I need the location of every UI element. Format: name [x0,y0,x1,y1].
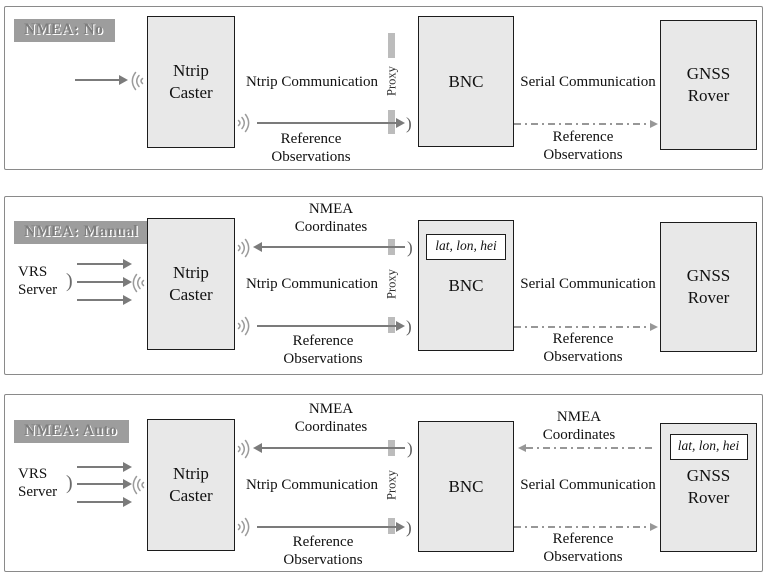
serial-communication-label: Serial Communication [520,276,656,292]
badge-nmea-no: NMEA: No [14,19,116,42]
radio-waves-icon [130,270,147,296]
vrs-server-label: VRS Server [18,466,58,500]
bnc-box: BNC [418,421,514,552]
bnc-box: lat, lon, hei BNC [418,220,514,351]
emit-arc-icon: ) [406,518,412,537]
ntrip-caster-box: Ntrip Caster [147,218,235,350]
arrow-caster-to-bnc [257,118,405,128]
radio-waves-icon [235,110,252,136]
reference-observations-right-label: Reference Observations [543,129,623,163]
emit-arc-icon: ) [407,439,413,458]
arrow-caster-to-bnc [257,321,405,331]
arrow-vrs-to-caster [77,462,132,472]
radio-waves-icon [235,313,252,339]
nmea-coordinates-left-label: NMEA Coordinates [294,401,368,435]
ntrip-caster-box: Ntrip Caster [147,419,235,551]
radio-waves-icon [235,436,252,462]
arrow-caster-to-bnc [257,522,405,532]
bnc-label: BNC [448,71,484,91]
arrow-bnc-to-caster [253,242,405,252]
bnc-coordinates-value: lat, lon, hei [426,234,506,260]
gnss-rover-box: GNSS Rover [660,222,757,352]
radio-waves-icon [235,514,252,540]
badge-nmea-manual: NMEA: Manual [14,221,151,244]
reference-observations-right-label: Reference Observations [543,531,623,565]
reference-observations-left-label: Reference Observations [271,131,351,165]
proxy-label: Proxy [384,470,399,500]
arrow-vrs-to-caster [77,295,132,305]
emit-arc-icon: ) [406,317,412,336]
nmea-coordinates-left-label: NMEA Coordinates [294,201,368,235]
proxy-bar-segment [388,33,395,58]
arrow-vrs-to-caster [77,497,132,507]
gnss-rover-label: GNSS Rover [686,266,731,307]
arrow-vrs-to-caster [77,259,132,269]
gnss-rover-box: lat, lon, hei GNSS Rover [660,423,757,552]
bnc-label: BNC [448,476,484,496]
gnss-rover-label: GNSS Rover [686,64,731,105]
ntrip-caster-label: Ntrip Caster [169,61,213,102]
panel-nmea-auto: NMEA: Auto VRS Server ) Ntrip Caster NME… [4,394,763,572]
badge-nmea-auto: NMEA: Auto [14,420,130,443]
arrow-bnc-to-caster [253,443,405,453]
rover-coordinates-value: lat, lon, hei [669,434,748,460]
ntrip-caster-label: Ntrip Caster [169,464,213,505]
panel-nmea-manual: NMEA: Manual VRS Server ) Ntrip Caster N… [4,196,763,375]
vrs-server-label: VRS Server [18,264,58,298]
serial-communication-label: Serial Communication [520,74,656,90]
ntrip-caster-box: Ntrip Caster [147,16,235,148]
ntrip-communication-label: Ntrip Communication [245,477,379,493]
serial-communication-label: Serial Communication [520,477,656,493]
gnss-rover-label: GNSS Rover [686,466,731,507]
ntrip-caster-label: Ntrip Caster [169,263,213,304]
emit-arc-icon: ) [407,238,413,257]
gnss-rover-box: GNSS Rover [660,20,757,150]
reference-observations-right-label: Reference Observations [543,331,623,365]
reference-observations-left-label: Reference Observations [283,534,363,568]
proxy-label: Proxy [384,66,399,96]
radio-waves-icon [129,68,146,94]
ntrip-communication-label: Ntrip Communication [245,276,379,292]
arrow-into-caster [75,75,128,85]
reference-observations-left-label: Reference Observations [283,333,363,367]
bnc-box: BNC [418,16,514,147]
emit-arc-icon: ) [66,270,73,292]
panel-nmea-no: NMEA: No Ntrip Caster Ntrip Communicatio… [4,6,763,170]
arrow-bnc-to-rover [514,120,658,127]
emit-arc-icon: ) [406,114,412,133]
arrow-vrs-to-caster [77,277,132,287]
arrow-vrs-to-caster [77,479,132,489]
arrow-rover-to-bnc [518,444,656,451]
radio-waves-icon [235,235,252,261]
arrow-bnc-to-rover [514,523,658,530]
radio-waves-icon [130,472,147,498]
bnc-label: BNC [448,276,484,295]
proxy-label: Proxy [384,269,399,299]
emit-arc-icon: ) [66,472,73,494]
arrow-bnc-to-rover [514,323,658,330]
ntrip-communication-label: Ntrip Communication [245,74,379,90]
nmea-coordinates-right-label: NMEA Coordinates [542,409,616,443]
